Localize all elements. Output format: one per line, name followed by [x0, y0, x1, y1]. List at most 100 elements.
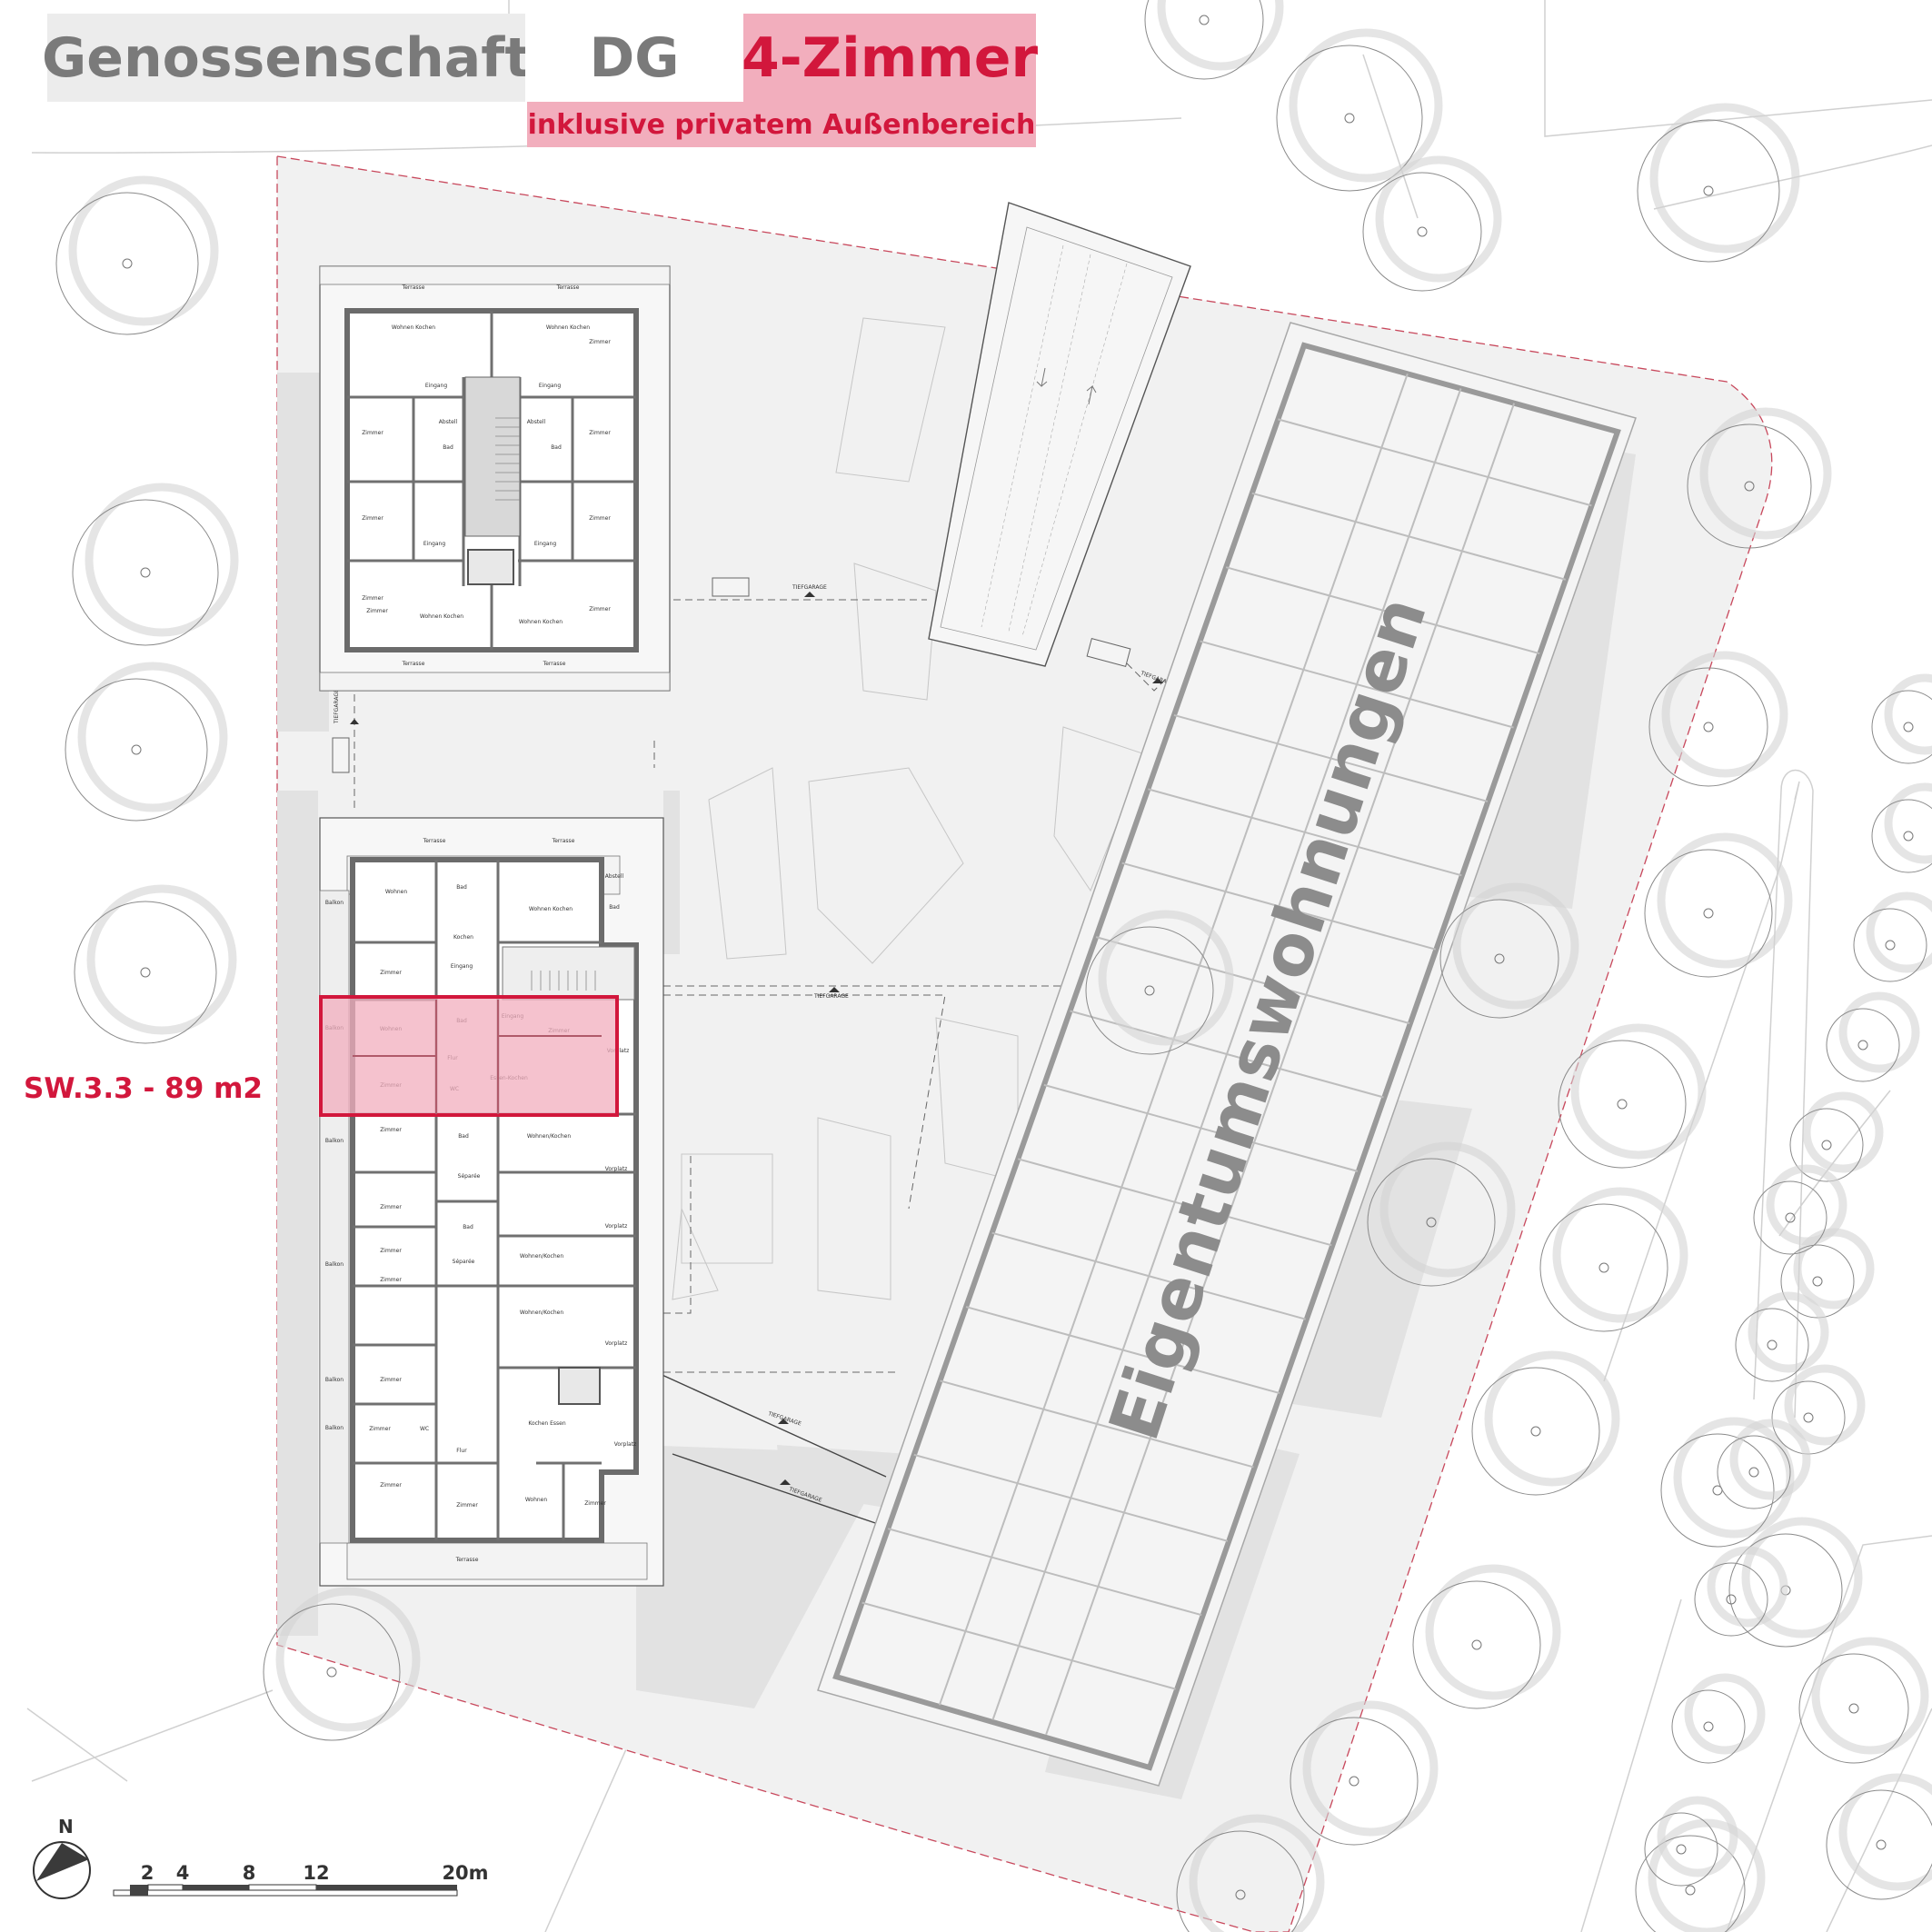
room-label: Zimmer	[589, 339, 611, 345]
room-label: Zimmer	[456, 1502, 478, 1509]
tree-trunk	[1703, 185, 1714, 196]
south-elevator	[558, 1367, 601, 1405]
tree-shadow	[1748, 1291, 1829, 1373]
road-edge	[1362, 54, 1419, 219]
tree-shadow	[1838, 991, 1920, 1073]
room-label: Bad	[458, 1133, 469, 1140]
tree-shadow	[1657, 832, 1793, 969]
tree-shadow	[1699, 407, 1832, 540]
tree-shadow	[1302, 1700, 1439, 1837]
wall	[412, 397, 574, 561]
landscape-contour	[817, 1117, 891, 1300]
tree-trunk	[1426, 1217, 1437, 1228]
room-label: Vorplatz	[605, 1340, 627, 1347]
scale-bar	[113, 1884, 458, 1897]
room-label: Zimmer	[366, 608, 388, 614]
tree-shadow	[1289, 28, 1443, 183]
room-label: Wohnen Kochen	[392, 324, 435, 331]
tree-trunk	[1812, 1276, 1823, 1287]
tree-canopy	[74, 901, 217, 1044]
tree-trunk	[1703, 908, 1714, 919]
tree-canopy	[1798, 1653, 1909, 1764]
room-label: Zimmer	[380, 1248, 402, 1254]
tree-trunk	[122, 258, 133, 269]
scale-tick-label: 2	[140, 1862, 154, 1884]
tree-canopy	[65, 678, 208, 822]
tree-trunk	[1144, 985, 1155, 996]
tree-trunk	[1857, 1040, 1868, 1051]
room-label: Bad	[463, 1224, 473, 1230]
east-corridor-wall	[991, 388, 1462, 1720]
tree-canopy	[1789, 1108, 1864, 1182]
south-stair-steps	[531, 971, 596, 991]
road-edge	[1826, 1708, 1932, 1932]
tree-canopy	[1660, 1433, 1775, 1548]
tree-shadow	[1425, 1564, 1561, 1700]
landscape-patch	[663, 791, 680, 954]
room-label: Zimmer	[589, 606, 611, 612]
room-label: Zimmer	[589, 515, 611, 522]
tree-trunk	[1876, 1839, 1887, 1850]
tree-trunk	[1703, 722, 1714, 732]
room-label: Terrasse	[402, 661, 425, 667]
room-label: Wohnen Kochen	[546, 324, 590, 331]
garage-ramp	[928, 202, 1191, 667]
tree-canopy	[1735, 1308, 1809, 1382]
highlighted-unit-label: SW.3.3 - 89 m2	[24, 1072, 263, 1105]
tree-canopy	[1635, 1835, 1746, 1932]
tree-shadow	[1766, 1164, 1847, 1246]
tree-shadow	[1484, 1350, 1620, 1487]
tree-shadow	[1552, 1187, 1688, 1323]
room-label: Flur	[456, 1448, 467, 1454]
tree-canopy	[1290, 1717, 1419, 1846]
tree-canopy	[1439, 899, 1559, 1019]
tree-shadow	[1866, 891, 1932, 973]
room-label: Balkon	[325, 1138, 344, 1144]
room-label: Zimmer	[380, 1277, 402, 1283]
tree-trunk	[140, 567, 151, 578]
tree-canopy	[1826, 1008, 1900, 1082]
landscape-patch	[277, 373, 329, 732]
road-edge	[26, 1708, 128, 1782]
room-label: Wohnen	[385, 889, 408, 895]
room-label: Bad	[443, 444, 453, 451]
north-arrow[interactable]	[33, 1841, 91, 1899]
north-stair-steps	[495, 417, 520, 501]
room-label: Zimmer	[380, 1127, 402, 1133]
east-corridor-wall	[1045, 403, 1516, 1735]
room-label: Eingang	[425, 383, 448, 389]
road-edge	[1778, 1090, 1891, 1237]
tree-trunk	[1848, 1703, 1859, 1714]
south-balcony-strip	[319, 890, 350, 1544]
ramp-arrow	[1086, 384, 1097, 405]
wall	[353, 1000, 602, 1114]
room-label: Wohnen Kochen	[529, 906, 573, 912]
landscape-patch	[777, 1445, 909, 1509]
tree-trunk	[1903, 722, 1914, 732]
tree-canopy	[1753, 1180, 1827, 1255]
road-edge	[544, 1726, 637, 1932]
context-lines	[26, 0, 1932, 1932]
tree-trunk	[1685, 1885, 1696, 1896]
landscape-patch	[277, 791, 318, 1636]
tree-shadow	[1375, 155, 1502, 283]
tree-shadow	[1884, 673, 1932, 755]
scale-tick-label: 4	[175, 1862, 190, 1884]
tree-canopy	[1471, 1367, 1600, 1496]
tree-trunk	[1903, 831, 1914, 842]
tree-shadow	[1707, 1546, 1788, 1628]
room-label: Wohnen/Kochen	[520, 1253, 563, 1260]
tree-trunk	[1703, 1721, 1714, 1732]
garage-line	[663, 994, 946, 1210]
tree-shadow	[1648, 1818, 1766, 1932]
room-label: Zimmer	[380, 1377, 402, 1383]
room-label: Bad	[456, 884, 467, 891]
tree-canopy	[55, 192, 199, 335]
room-label: Balkon	[325, 900, 344, 906]
tree-shadow	[1802, 1091, 1884, 1173]
tree-trunk	[1744, 481, 1755, 492]
tree-shadow	[1157, 0, 1284, 71]
room-label: Zimmer	[380, 1482, 402, 1489]
room-label: Eingang	[423, 541, 446, 547]
